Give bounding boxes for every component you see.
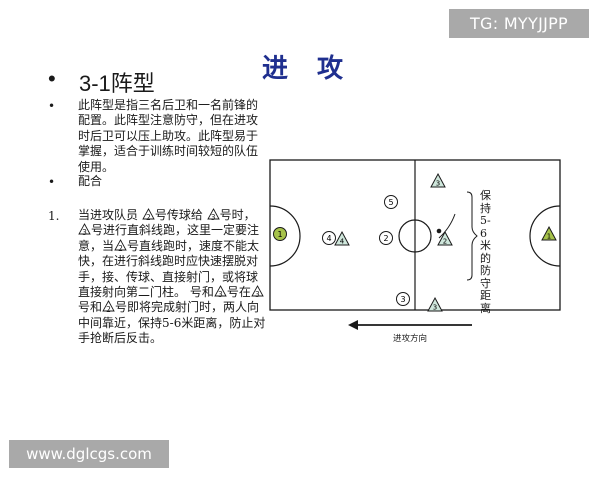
left-penalty-arc <box>269 205 301 267</box>
attacker-number-label: 2 <box>383 234 388 243</box>
defender-triangle-marker <box>437 230 453 246</box>
defender-triangle-marker <box>541 225 557 241</box>
player-triangle-icon: 2 <box>142 208 155 222</box>
defender-number-label: 2 <box>443 238 447 246</box>
right-penalty-arc <box>529 205 561 267</box>
run-line <box>438 213 456 239</box>
arrow-head <box>348 320 358 330</box>
attacker-number-label: 3 <box>400 295 405 304</box>
player-triangle-icon: 3 <box>214 285 227 299</box>
defender-number-label: 4 <box>340 238 345 246</box>
attack-direction-label: 进攻方向 <box>393 334 428 344</box>
attacker-circle-marker <box>384 195 398 209</box>
bullet-marker: • <box>48 99 56 113</box>
item-number: 1. <box>48 209 60 223</box>
telegram-badge: TG: MYYJJPP <box>449 9 589 38</box>
attacker-circle-marker <box>379 231 393 245</box>
attacker-circle-marker <box>322 231 336 245</box>
defender-triangle-marker <box>430 172 446 188</box>
combination-label: 配合 <box>78 174 103 188</box>
bullet-marker: • <box>48 175 56 189</box>
heading-text: 3-1阵型 <box>79 71 155 96</box>
player-triangle-icon: 2 <box>114 238 127 253</box>
page-title: 进 攻 <box>262 54 354 84</box>
ball <box>436 228 442 234</box>
player-triangle-icon: 2 <box>102 300 115 314</box>
attacker-number-label: 4 <box>326 234 331 243</box>
defense-distance-note: 保持5-6米的防守距离 <box>480 189 491 315</box>
attacker-number-label: 1 <box>277 230 282 239</box>
formation-description: 此阵型是指三名后卫和一名前锋的配置。此阵型注意防守，但在进攻时后卫可以压上助攻。… <box>78 98 259 174</box>
defender-triangle-marker <box>427 296 443 312</box>
pitch-diagram: 1 4 2 5 3 4 2 3 3 1 <box>269 159 561 330</box>
player-markers: 1 4 2 5 3 4 2 3 3 1 <box>273 172 557 312</box>
defender-number-label: 3 <box>433 304 437 312</box>
defender-triangle-marker <box>334 230 350 246</box>
website-watermark: www.dglcgs.com <box>9 440 169 468</box>
player-triangle-icon: 3 <box>78 223 91 237</box>
player-triangle-icon: 3 <box>206 208 220 222</box>
bullet-marker: • <box>48 66 56 91</box>
defender-number-label: 1 <box>547 233 551 241</box>
center-circle <box>398 219 432 253</box>
attacker-number-label: 5 <box>388 198 393 207</box>
distance-brace <box>466 191 478 281</box>
attacker-circle-marker <box>396 292 410 306</box>
player-triangle-icon: 3 <box>251 285 264 299</box>
attacker-circle-marker <box>273 227 287 241</box>
defender-number-label: 3 <box>436 180 440 188</box>
